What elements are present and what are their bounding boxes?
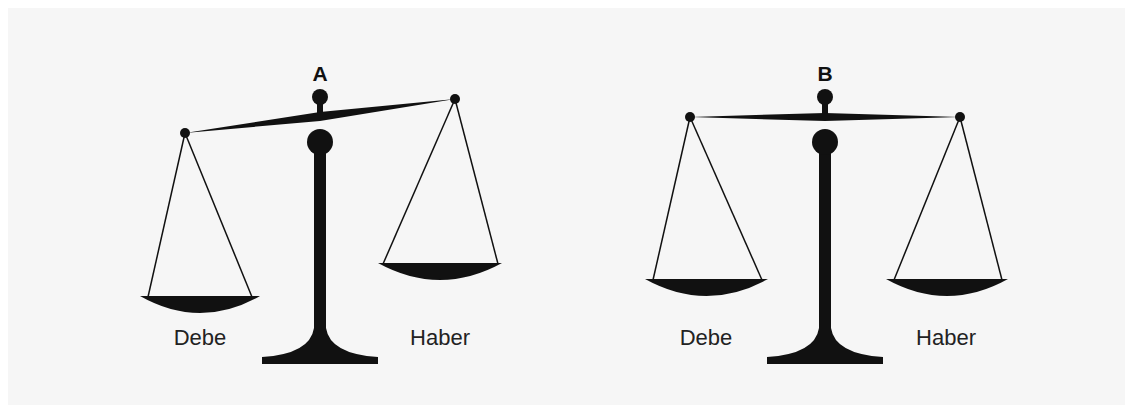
post-knob <box>312 89 328 105</box>
pan-string <box>653 117 690 280</box>
pan-label: Haber <box>410 325 470 351</box>
beam <box>185 99 455 133</box>
beam-end <box>685 112 695 122</box>
scale-letter: B <box>817 61 832 86</box>
beam-end <box>955 112 965 122</box>
scale-a <box>140 89 502 364</box>
pan <box>886 279 1008 296</box>
pan-string <box>960 117 1002 280</box>
scale-b <box>645 89 1008 364</box>
scale-letter: A <box>312 61 327 86</box>
beam-end <box>180 128 190 138</box>
scale-post <box>767 140 883 364</box>
pan <box>645 279 768 296</box>
pivot-ball <box>307 129 333 155</box>
beam <box>690 113 960 121</box>
pan-string <box>148 133 185 297</box>
pan-label: Debe <box>680 325 733 351</box>
post-knob <box>817 89 833 105</box>
pan-label: Debe <box>174 325 227 351</box>
beam-end <box>450 94 460 104</box>
pan <box>378 263 502 280</box>
scale-post <box>262 140 378 364</box>
pan-string <box>455 99 498 264</box>
pan <box>140 296 260 313</box>
pan-string <box>690 117 762 280</box>
pan-string <box>383 99 455 264</box>
pivot-ball <box>812 129 838 155</box>
pan-label: Haber <box>916 325 976 351</box>
pan-string <box>185 133 252 297</box>
pan-string <box>894 117 960 280</box>
